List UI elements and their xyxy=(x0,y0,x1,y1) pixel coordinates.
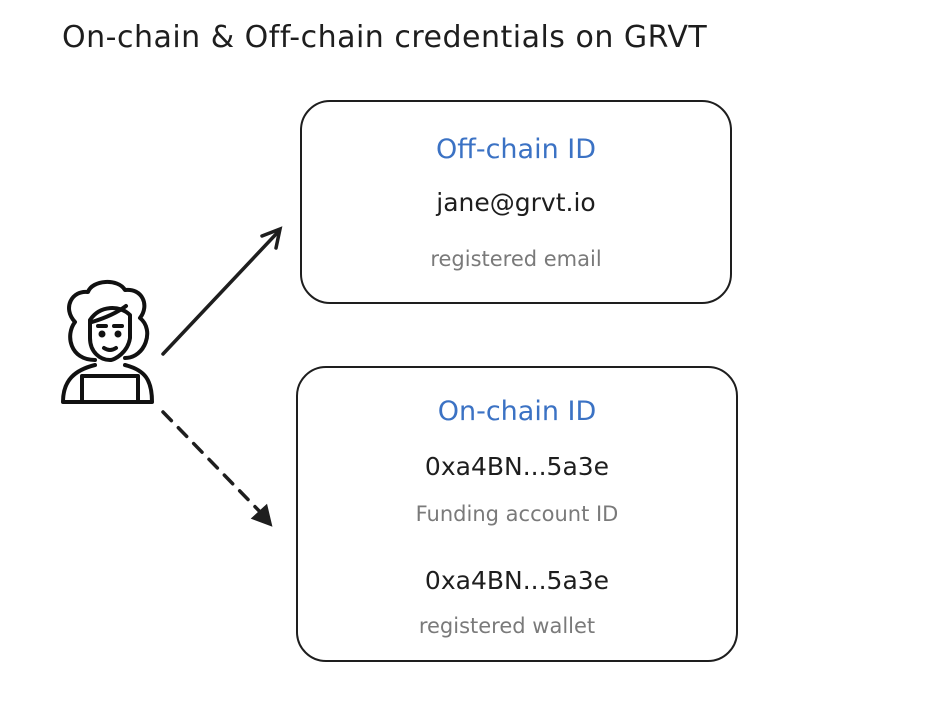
dashed-arrow-to-onchain xyxy=(161,410,273,527)
offchain-email-label: registered email xyxy=(430,247,602,271)
onchain-heading: On-chain ID xyxy=(437,396,597,427)
arrow-to-offchain xyxy=(161,226,283,356)
diagram-title: On-chain & Off-chain credentials on GRVT xyxy=(62,20,708,55)
offchain-heading: Off-chain ID xyxy=(435,134,597,165)
wallet-address: 0xa4BN...5a3e xyxy=(424,566,610,595)
user-icon xyxy=(61,280,154,404)
onchain-id-box: On-chain ID 0xa4BN...5a3e Funding accoun… xyxy=(296,366,738,662)
wallet-label: registered wallet xyxy=(418,614,596,638)
funding-account-label: Funding account ID xyxy=(415,502,619,526)
funding-account-id: 0xa4BN...5a3e xyxy=(424,452,610,481)
offchain-id-box: Off-chain ID jane@grvt.io registered ema… xyxy=(300,100,732,304)
offchain-email: jane@grvt.io xyxy=(436,188,596,217)
